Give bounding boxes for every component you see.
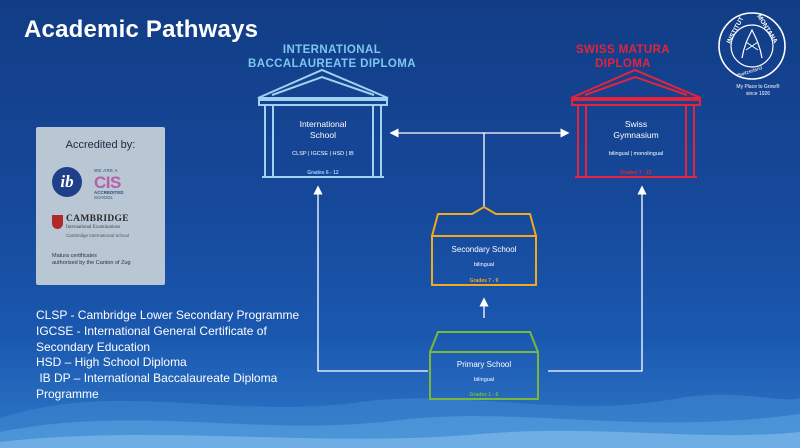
logo-arc-left: INSTITUT <box>726 16 746 45</box>
cambridge-wordmark: CAMBRIDGE <box>66 214 129 224</box>
logo-arc-right: MONTANA <box>755 13 778 45</box>
international-school-building <box>257 68 389 178</box>
legend-line: CLSP - Cambridge Lower Secondary Program… <box>36 308 300 322</box>
cambridge-school-text: Cambridge International School <box>66 233 130 238</box>
matura-line1: Matura certificates <box>52 253 97 259</box>
swiss-streams: bilingual | monolingual <box>609 151 663 157</box>
wave-decoration <box>0 394 800 448</box>
swiss-grades: Grades 7 - 12 <box>620 170 652 176</box>
logo-tagline: My Place to Grow® <box>736 84 780 90</box>
logo-since: since 1926 <box>745 91 771 97</box>
cis-logo-icon: CIS <box>94 173 121 192</box>
accreditation-title: Accredited by: <box>65 139 136 151</box>
primary-school-building <box>429 331 539 400</box>
pathway-arrows <box>313 128 647 372</box>
international-grades: Grades 6 - 12 <box>307 170 339 176</box>
arrow-primary-to-international <box>313 185 428 372</box>
accreditation-panel: Accredited by: ib WE ARE A CIS ACCREDITE… <box>36 127 165 285</box>
primary-grades: Grades 1 - 6 <box>470 392 499 398</box>
abbreviation-legend: CLSP - Cambridge Lower Secondary Program… <box>36 308 336 403</box>
secondary-name: Secondary School <box>452 245 517 254</box>
arrow-primary-to-swiss <box>548 185 647 372</box>
swiss-name2: Gymnasium <box>613 130 658 140</box>
cis-school-text: SCHOOL <box>94 195 114 200</box>
ib-logo-icon: ib <box>52 167 82 197</box>
international-programmes: CLSP | IGCSE | HSD | IB <box>292 151 354 157</box>
ib-diploma-caption: INTERNATIONAL BACCALAUREATE DIPLOMA <box>232 43 432 71</box>
secondary-school-building <box>431 205 537 286</box>
legend-line: IGCSE - International General Certificat… <box>36 323 267 338</box>
swiss-name1: Swiss <box>625 119 647 129</box>
primary-language: bilingual <box>474 377 494 383</box>
swiss-matura-caption: SWISS MATURA DIPLOMA <box>538 43 708 71</box>
cambridge-shield-icon <box>52 215 63 229</box>
ib-caption-line1: INTERNATIONAL <box>282 44 382 56</box>
cis-pre-text: WE ARE A <box>94 168 118 173</box>
cis-accredited-text: ACCREDITED <box>94 190 124 195</box>
legend-line: IB DP – International Baccalaureate Dipl… <box>36 371 278 386</box>
primary-name: Primary School <box>457 360 511 369</box>
legend-line: Programme <box>36 386 99 401</box>
swiss-caption-line1: SWISS MATURA <box>575 44 671 56</box>
swiss-gymnasium-building <box>570 68 702 178</box>
arrow-secondary-to-international <box>389 128 485 207</box>
legend-line: HSD – High School Diploma <box>36 355 187 370</box>
matura-line2: authorised by the Canton of Zug <box>52 260 131 266</box>
secondary-language: bilingual <box>474 262 494 268</box>
secondary-grades: Grades 7 - 9 <box>470 278 499 284</box>
international-name1: International <box>300 119 347 129</box>
legend-line: Secondary Education <box>36 339 151 354</box>
swiss-caption-line2: DIPLOMA <box>595 58 651 70</box>
page-title: Academic Pathways <box>24 16 259 43</box>
institut-montana-logo: INSTITUT MONTANA Switzerland <box>718 12 786 80</box>
cambridge-subtitle: International Examinations <box>66 225 121 230</box>
ib-caption-line2: BACCALAUREATE DIPLOMA <box>248 58 416 70</box>
international-name2: School <box>310 130 336 140</box>
